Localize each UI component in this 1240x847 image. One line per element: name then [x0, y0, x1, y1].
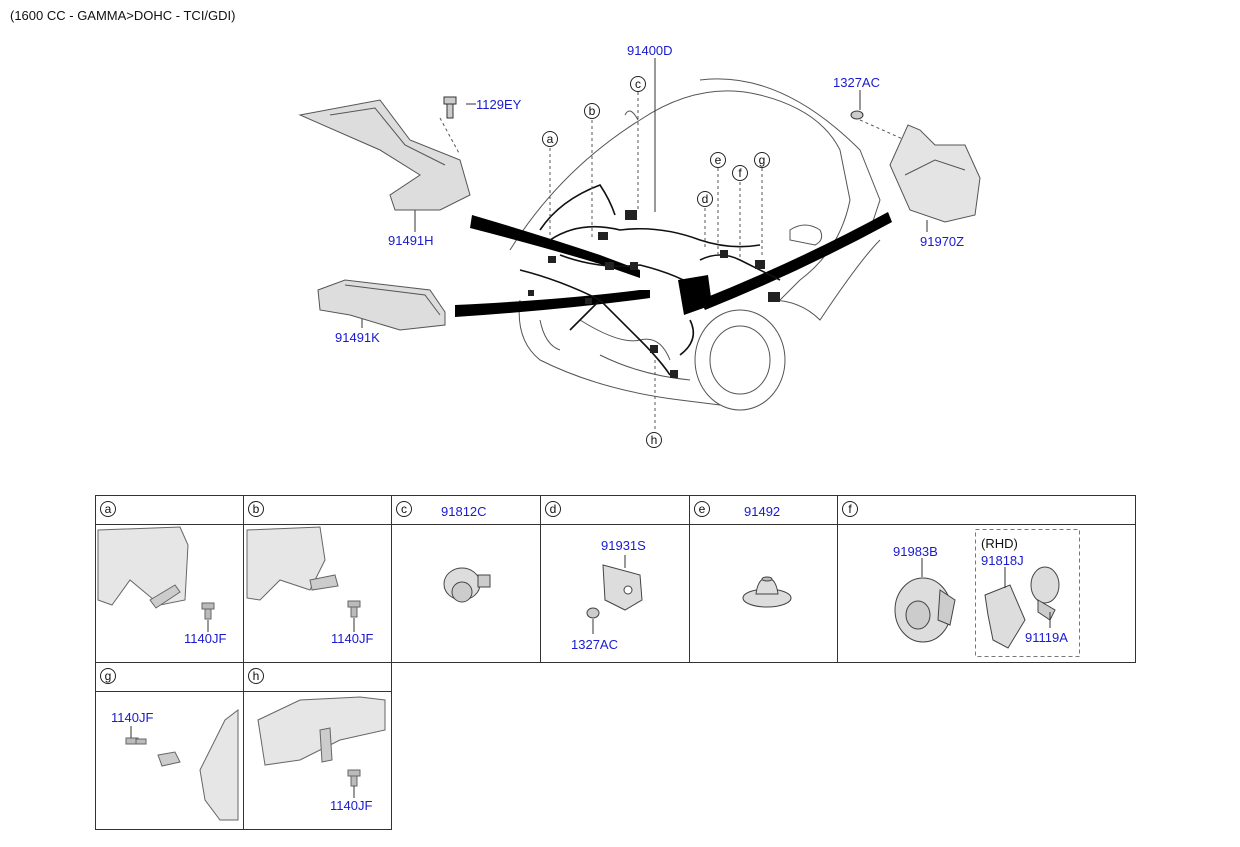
- grommet-91119a: [1030, 566, 1060, 621]
- module-box: [678, 275, 712, 315]
- callout-d: d: [697, 191, 713, 207]
- bracket-91931s: [602, 564, 643, 611]
- leader-band-right: [700, 212, 892, 310]
- cell-a-illustration: [97, 526, 215, 620]
- table-f-rhd-part-2: 91119A: [1025, 630, 1068, 645]
- leader-band-upper: [470, 215, 640, 278]
- table-f-part-main: 91983B: [893, 544, 938, 559]
- table-c-part: 91812C: [441, 504, 487, 519]
- table-e-part: 91492: [744, 504, 781, 519]
- table-d-part-top: 91931S: [601, 538, 646, 553]
- cell-g-illustration: [125, 708, 239, 821]
- table-d-part-bottom: 1327AC: [571, 637, 618, 652]
- table-letter-f: f: [842, 501, 858, 517]
- part-label-1327ac: 1327AC: [833, 75, 880, 90]
- cover-91970z: [889, 124, 981, 223]
- table-letter-g: g: [100, 668, 116, 684]
- table-b-part: 1140JF: [331, 631, 374, 646]
- callout-b: b: [584, 103, 600, 119]
- grommet-91983b: [894, 577, 956, 643]
- part-label-91970z: 91970Z: [920, 234, 965, 249]
- part-label-91491h: 91491H: [388, 233, 434, 248]
- diagram-title: (1600 CC - GAMMA>DOHC - TCI/GDI): [10, 8, 236, 23]
- nut-1327ac: [850, 110, 864, 120]
- bracket-91491k: [317, 279, 446, 331]
- table-h-part: 1140JF: [330, 798, 373, 813]
- part-label-91491k: 91491K: [335, 330, 380, 345]
- cell-b-illustration: [246, 526, 361, 618]
- harness-connectors: [528, 210, 780, 378]
- table-letter-c: c: [396, 501, 412, 517]
- callout-a: a: [542, 131, 558, 147]
- grommet-91492: [742, 576, 792, 608]
- nut-1327ac-d: [586, 607, 600, 619]
- part-label-1129ey: 1129EY: [476, 97, 522, 112]
- table-a-part: 1140JF: [184, 631, 227, 646]
- grommet-91818j: [984, 584, 1026, 649]
- callout-h: h: [646, 432, 662, 448]
- table-letter-a: a: [100, 501, 116, 517]
- car-body-outline: [509, 78, 881, 411]
- table-letter-e: e: [694, 501, 710, 517]
- callout-g: g: [754, 152, 770, 168]
- parts-table-grid: [95, 495, 1136, 830]
- callout-e: e: [710, 152, 726, 168]
- table-letter-d: d: [545, 501, 561, 517]
- grommet-91812c: [443, 567, 491, 603]
- table-f-rhd-label: (RHD): [981, 536, 1018, 551]
- leader-band-lower: [455, 290, 650, 317]
- callout-f: f: [732, 165, 748, 181]
- table-f-rhd-part-1: 91818J: [981, 553, 1024, 568]
- bracket-91491h: [298, 99, 471, 211]
- table-g-part: 1140JF: [111, 710, 154, 725]
- callout-leaders: [439, 92, 906, 432]
- bolt-1129ey: [443, 96, 457, 119]
- table-letter-b: b: [248, 501, 264, 517]
- part-label-91400d: 91400D: [627, 43, 673, 58]
- table-letter-h: h: [248, 668, 264, 684]
- cell-h-illustration: [257, 696, 386, 787]
- callout-c: c: [630, 76, 646, 92]
